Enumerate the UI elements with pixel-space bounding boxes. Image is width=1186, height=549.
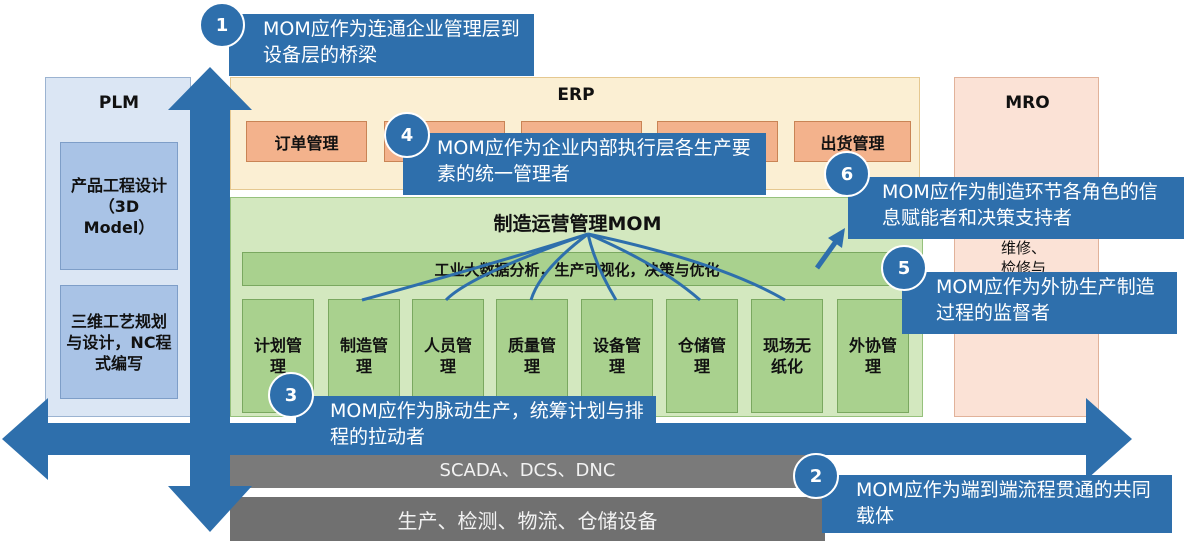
mom-module-equipment: 设备管理 [581,299,653,413]
plm-product-design: 产品工程设计（3D Model） [60,142,178,270]
plm-process-planning: 三维工艺规划与设计，NC程式编写 [60,285,178,399]
vertical-double-arrow [168,67,252,532]
callout-6: MOM应作为制造环节各角色的信息赋能者和决策支持者 [848,177,1184,239]
erp-shipping-management: 出货管理 [794,121,911,162]
mom-module-outsourcing: 外协管理 [837,299,909,413]
plm-title: PLM [98,93,140,113]
erp-order-management: 订单管理 [246,121,367,162]
plm-panel: PLM 产品工程设计（3D Model） 三维工艺规划与设计，NC程式编写 [45,77,191,417]
erp-title: ERP [557,85,595,105]
mro-title: MRO [1005,93,1050,113]
mom-title: 制造运营管理MOM [493,212,662,235]
mom-panel: 制造运营管理MOM 工业大数据分析，生产可视化，决策与优化 计划管理 制造管理 … [230,197,923,417]
mom-module-personnel: 人员管理 [412,299,484,413]
callout-badge-1: 1 [199,2,245,48]
equipment-layer: 生产、检测、物流、仓储设备 [230,497,825,541]
mom-connection-curves [361,232,786,302]
callout-badge-3: 3 [268,372,314,418]
mro-panel: MRO 维修、检修与 [954,77,1099,417]
scada-layer: SCADA、DCS、DNC [230,450,825,488]
callout-badge-2: 2 [793,453,839,499]
pointer-arrow [814,228,845,270]
callout-5: MOM应作为外协生产制造过程的监督者 [902,272,1177,334]
mom-module-paperless: 现场无纸化 [751,299,823,413]
callout-badge-6: 6 [824,151,870,197]
callout-1: MOM应作为连通企业管理层到设备层的桥梁 [229,14,534,76]
callout-4: MOM应作为企业内部执行层各生产要素的统一管理者 [403,133,766,195]
mom-module-warehouse: 仓储管理 [666,299,738,413]
callout-badge-5: 5 [881,245,927,291]
callout-badge-4: 4 [384,112,430,158]
mom-module-manufacturing: 制造管理 [328,299,400,413]
callout-3: MOM应作为脉动生产，统筹计划与排程的拉动者 [296,396,656,452]
callout-2: MOM应作为端到端流程贯通的共同载体 [822,475,1172,533]
